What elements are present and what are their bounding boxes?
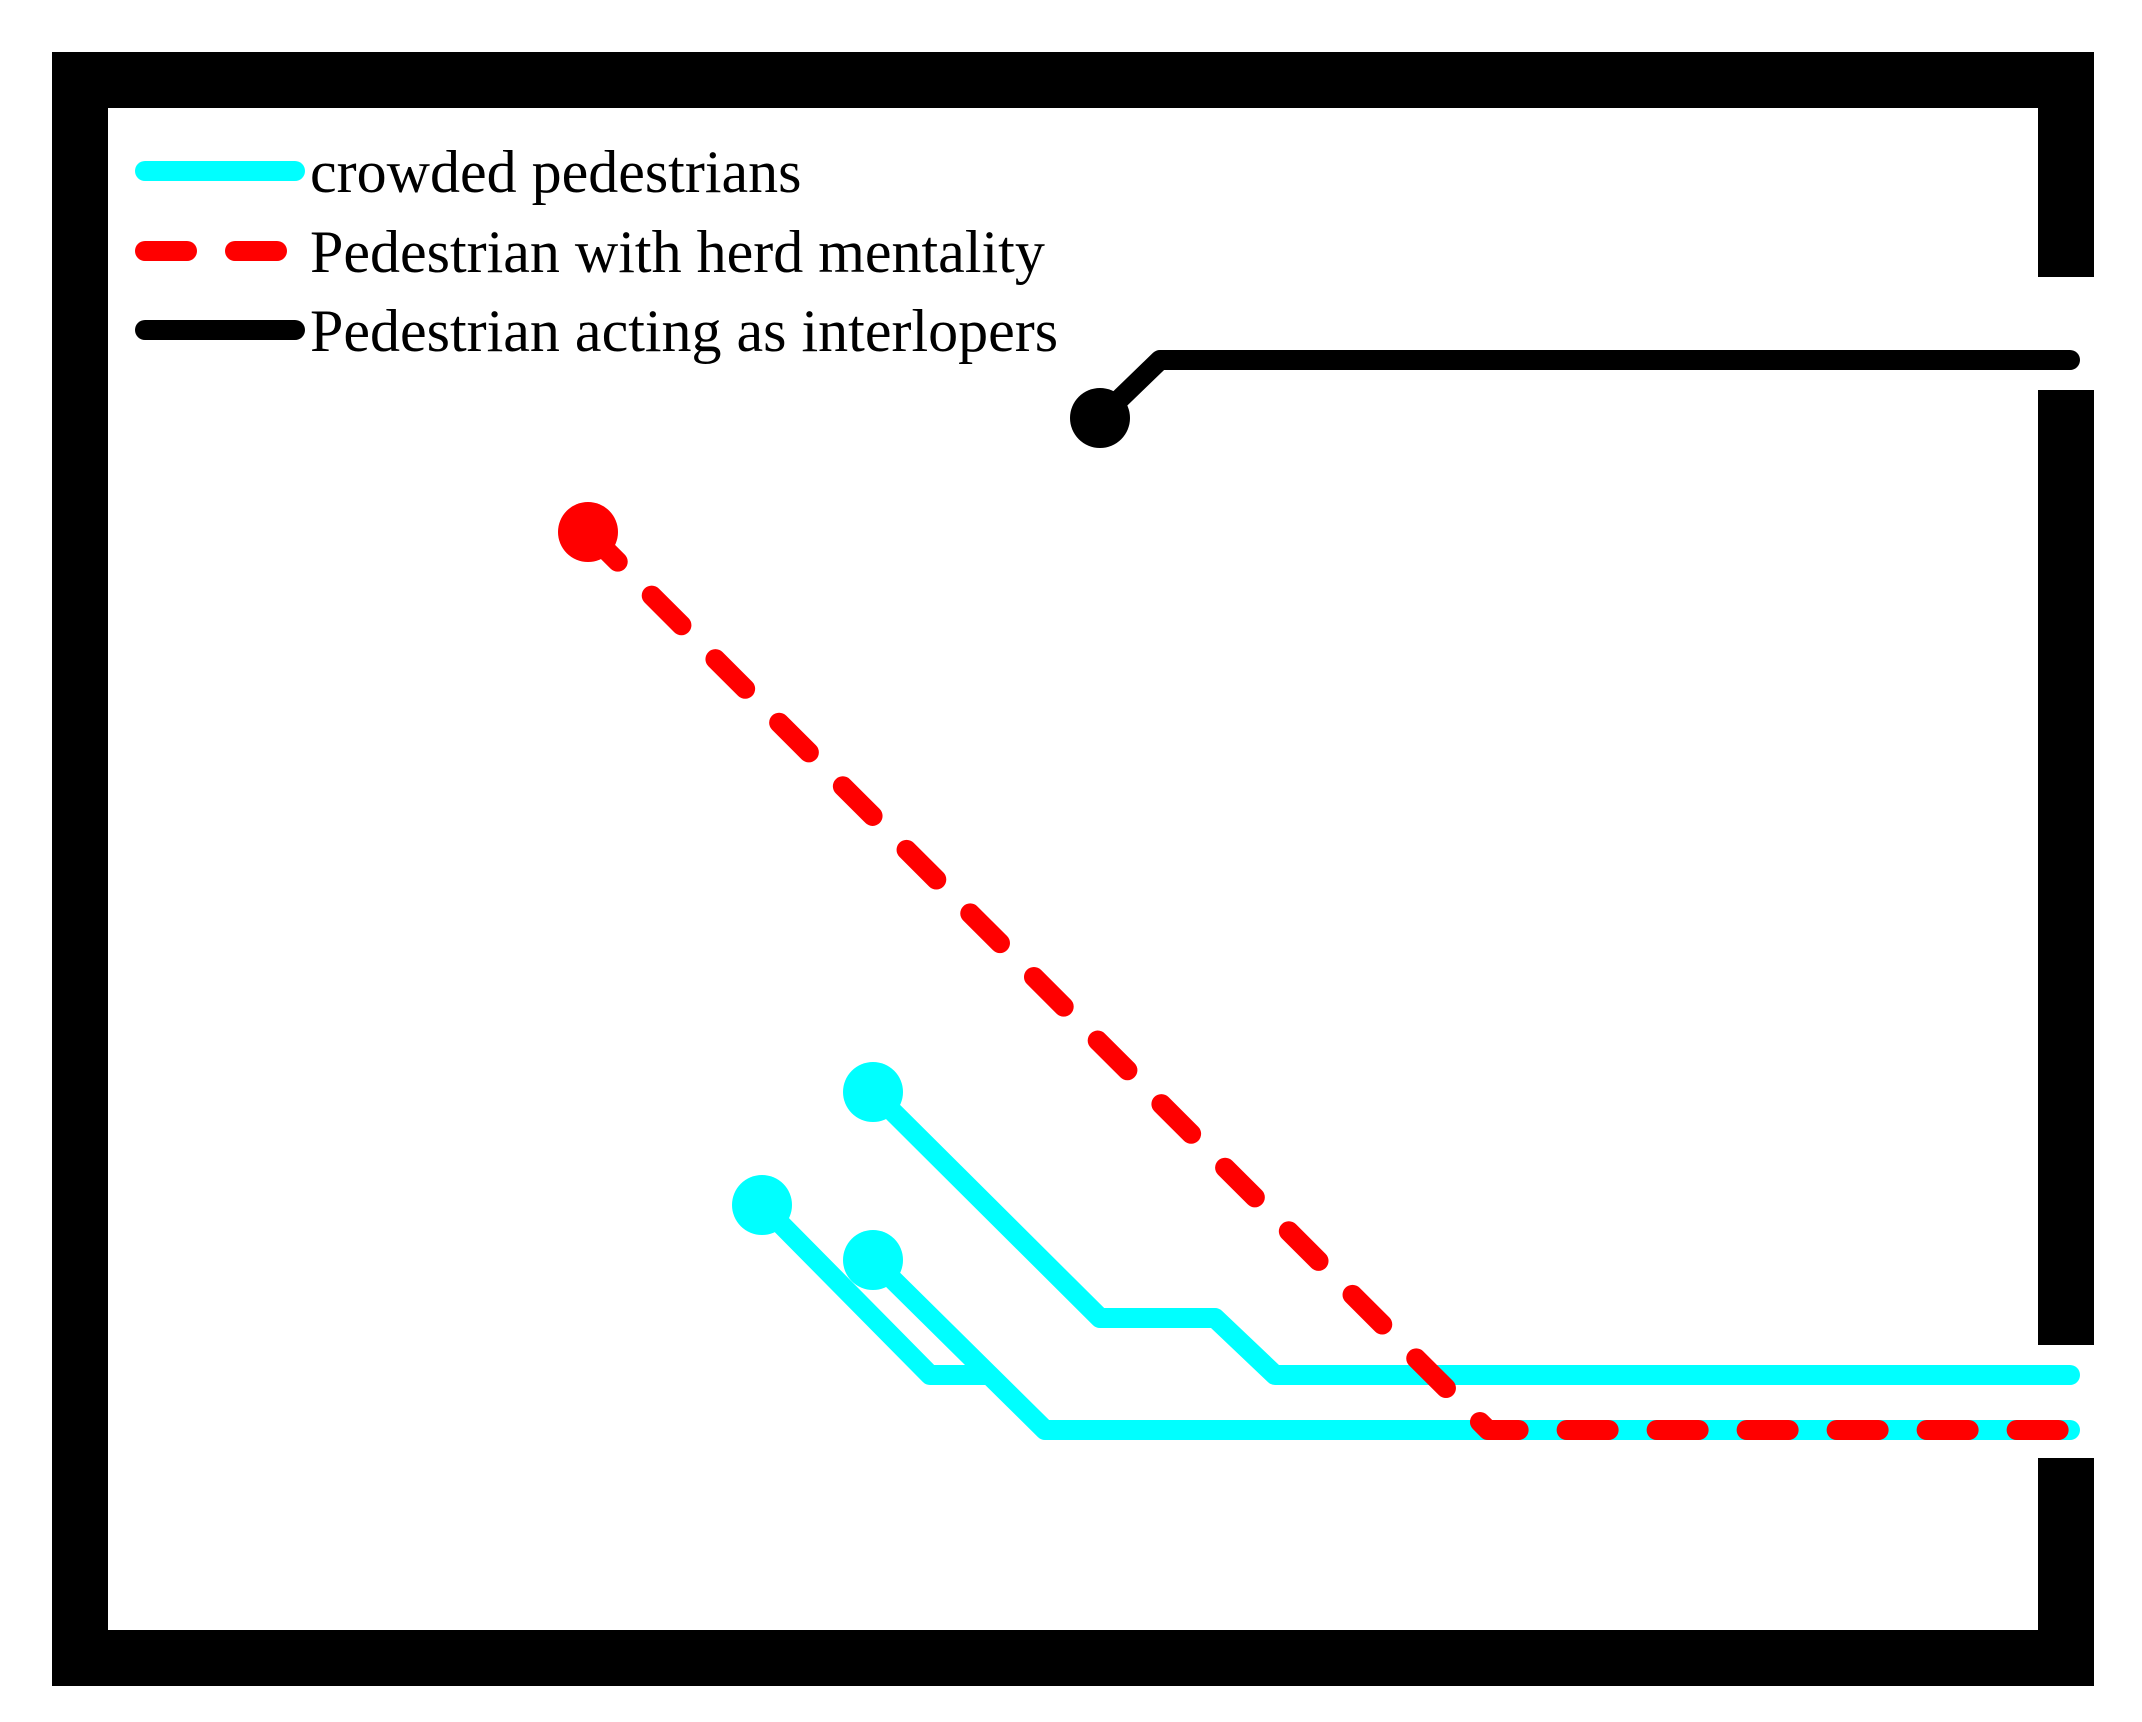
legend-label-herd: Pedestrian with herd mentality <box>310 219 1045 285</box>
crowd-start-markers <box>732 1062 903 1290</box>
herd-path <box>578 522 2080 1440</box>
crowd-path-2 <box>752 1195 995 1385</box>
crowd-start-marker-2 <box>732 1175 792 1235</box>
interloper-start-marker <box>1070 388 1130 448</box>
herd-start-marker <box>558 502 618 562</box>
crowd-trajectories <box>752 1082 2080 1440</box>
legend-label-interloper: Pedestrian acting as interlopers <box>310 298 1058 364</box>
crowd-path-1 <box>863 1082 2080 1385</box>
room-walls <box>52 52 2094 1686</box>
crowd-start-marker-3 <box>843 1230 903 1290</box>
legend-label-crowd: crowded pedestrians <box>310 139 801 205</box>
wall-left <box>52 52 108 1686</box>
wall-bottom <box>52 1630 2094 1686</box>
herd-trajectory <box>558 502 2080 1440</box>
wall-right-upper <box>2038 52 2094 277</box>
legend: crowded pedestrians Pedestrian with herd… <box>135 139 1058 364</box>
interloper-trajectory <box>1070 350 2080 448</box>
crowd-start-marker-1 <box>843 1062 903 1122</box>
wall-right-lower <box>2038 1458 2094 1686</box>
crowd-path-3 <box>863 1250 2080 1440</box>
wall-right-middle <box>2038 390 2094 1345</box>
wall-top <box>52 52 2094 108</box>
